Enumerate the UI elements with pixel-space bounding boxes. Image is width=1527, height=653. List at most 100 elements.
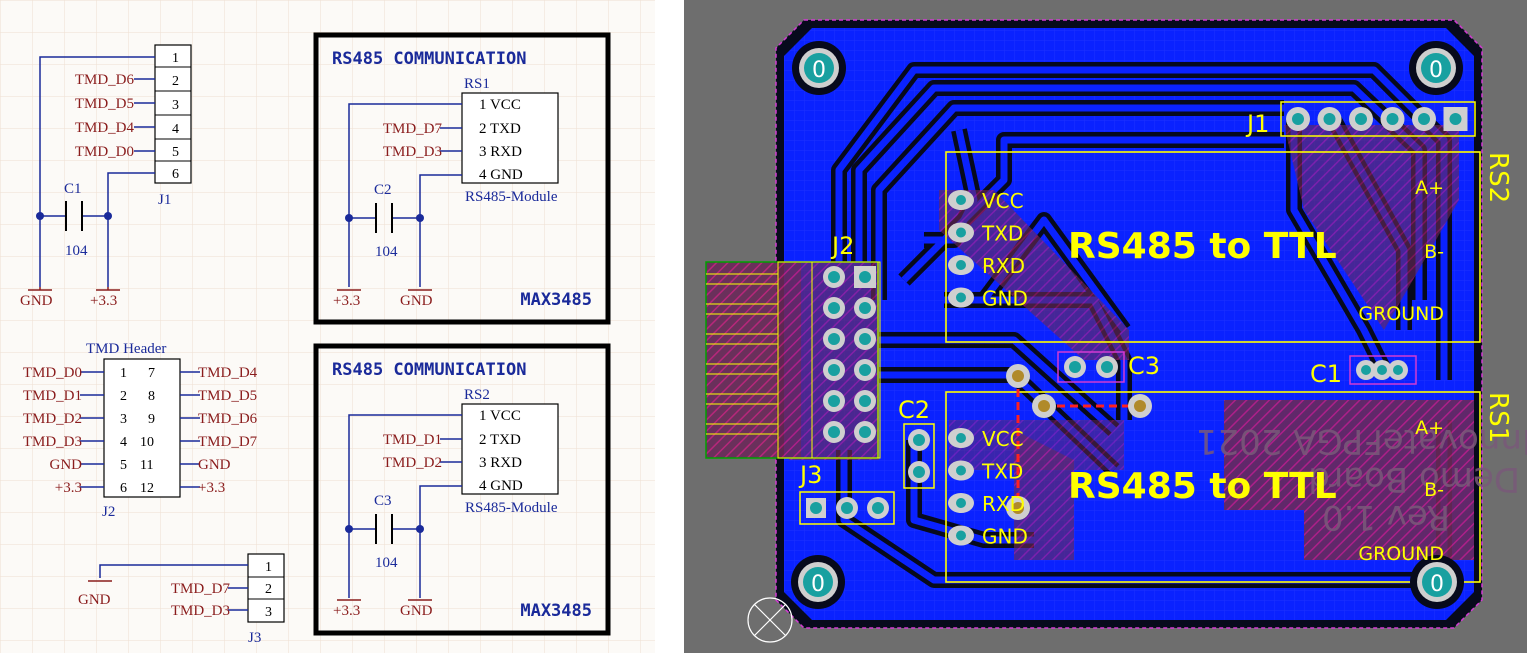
rs1-label-a: A+ — [1415, 417, 1444, 439]
block2-v33: +3.3 — [333, 603, 360, 619]
c1-ref: C1 — [64, 181, 82, 197]
mount-hole-tl: 0 — [792, 41, 846, 95]
j3-ref: J3 — [248, 630, 261, 646]
j2-pin-5: 5 — [120, 458, 127, 473]
j1-ref: J1 — [158, 192, 171, 208]
mount-label-tr: 0 — [1429, 58, 1443, 83]
j3-pad-array: J3 — [798, 461, 895, 525]
j1-pin-4: 4 — [172, 122, 179, 137]
rs1-pin-hole — [956, 465, 966, 476]
j1-pad-hole — [1323, 113, 1336, 125]
pcb-c1-label: C1 — [1310, 360, 1342, 388]
origin-marker-icon — [747, 597, 793, 643]
v33-label-left: +3.3 — [90, 293, 117, 309]
rs2-outline — [945, 151, 1481, 343]
j1-pin-2: 2 — [172, 74, 179, 89]
j1-pin-1: 1 — [172, 51, 179, 66]
block2-gnd: GND — [400, 603, 433, 619]
j2-pin-12: 12 — [140, 481, 154, 496]
rs2-label-ground: GROUND — [1358, 303, 1444, 325]
j2-pad-array: J2 — [811, 232, 881, 459]
c3-ref: C3 — [374, 493, 392, 509]
j2-pad-hole — [828, 395, 840, 407]
rs1-pin-3: 3 RXD — [479, 144, 522, 160]
mirror-line-3: Rev 1.0 — [1322, 497, 1450, 537]
j2-body — [103, 358, 181, 498]
j2-net-5: GND — [50, 457, 83, 473]
rs1-pin-hole — [956, 433, 966, 443]
mount-holes: 0 0 0 0 — [791, 41, 1464, 609]
j2-pin-4: 4 — [120, 435, 127, 450]
rs1-net-txd: TMD_D7 — [383, 121, 443, 137]
rs2-module-name: RS485-Module — [465, 500, 558, 516]
gnd-label-left: GND — [20, 293, 53, 309]
block1-chip: MAX3485 — [520, 290, 592, 310]
j2-pin-9: 9 — [148, 412, 155, 427]
rs2-silkscreen: RS485 to TTL A+ B- GROUND RS2 — [1068, 152, 1513, 325]
mount-hole-br: 0 — [1410, 555, 1464, 609]
j2-pad-hole — [828, 271, 840, 283]
c1-footprint: C1 — [1310, 355, 1417, 388]
c1-value: 104 — [65, 243, 88, 259]
j2-pad-hole — [859, 395, 871, 407]
rs1-pin-hole — [956, 530, 966, 541]
j2-pad-hole — [828, 333, 840, 345]
j3-pin-3: 3 — [265, 605, 272, 620]
j3-pin-1: 1 — [265, 560, 272, 575]
mount-label-bl: 0 — [811, 572, 825, 597]
block2-title: RS485 COMMUNICATION — [332, 360, 526, 380]
block1-gnd: GND — [400, 293, 433, 309]
mirror-line-2: Demo Board — [1308, 459, 1520, 499]
c2-value: 104 — [375, 244, 398, 260]
j1-net-3: TMD_D5 — [75, 96, 134, 112]
rs2-pin-4: 4 GND — [479, 478, 523, 494]
block1-title: RS485 COMMUNICATION — [332, 49, 526, 69]
j2-net-9: TMD_D6 — [198, 411, 258, 427]
j2-pin-11: 11 — [140, 458, 153, 473]
c2-ref: C2 — [374, 182, 392, 198]
rs1-module-name: RS485-Module — [465, 189, 558, 205]
rs2-pin-label: RXD — [982, 254, 1025, 278]
j2-pin-10: 10 — [140, 435, 154, 450]
rs1-pin-hole — [956, 498, 966, 508]
c1-symbol: C1 104 — [36, 181, 112, 259]
rs2-module-title: RS485 to TTL — [1068, 226, 1337, 267]
j2-pad-hole — [859, 333, 871, 345]
rs2-label-a: A+ — [1415, 177, 1444, 199]
rs2-pin-3: 3 RXD — [479, 455, 522, 471]
rs1-module-title: RS485 to TTL — [1068, 466, 1337, 507]
j2-pad-hole — [828, 302, 840, 314]
j1-footprint: J1 — [1245, 101, 1476, 138]
rs1-label-ground: GROUND — [1358, 543, 1444, 565]
rs2-label-b: B- — [1424, 241, 1444, 263]
mount-hole-tr: 0 — [1409, 41, 1463, 95]
mount-hole-bl: 0 — [791, 555, 845, 609]
j2-pin-3: 3 — [120, 412, 127, 427]
c3-footprint: C3 — [1057, 351, 1160, 383]
j1-pin-5: 5 — [172, 145, 179, 160]
rs1-ref: RS1 — [464, 76, 490, 92]
j1-pad-hole — [1418, 113, 1430, 125]
rs1-label-b: B- — [1424, 479, 1444, 501]
panel-divider — [655, 0, 684, 653]
rs1-pin-label: TXD — [981, 460, 1023, 484]
rs1-silkscreen: RS485 to TTL A+ B- GROUND RS1 — [1068, 392, 1513, 565]
j2-pin-8: 8 — [148, 389, 155, 404]
j2-pad-hole — [859, 271, 871, 283]
j1-pad-hole — [1355, 113, 1367, 125]
rs1-pin-1: 1 VCC — [479, 97, 521, 113]
j1-body — [154, 44, 192, 184]
j2-net-12: +3.3 — [198, 480, 225, 496]
j1-pin-6: 6 — [172, 167, 179, 182]
rs2-net-rxd: TMD_D2 — [383, 455, 442, 471]
pcb-j3-label: J3 — [798, 461, 822, 489]
mirror-line-1: InnovateFPGA 2021 — [1196, 421, 1527, 461]
rs2-pin-hole — [956, 227, 966, 238]
j2-net-10: TMD_D7 — [198, 434, 258, 450]
j2-net-8: TMD_D5 — [198, 388, 257, 404]
j1-symbol: 1 2 3 4 5 6 J1 — [154, 44, 192, 208]
pcb-j1-label: J1 — [1245, 110, 1269, 138]
j2-net-11: GND — [198, 457, 231, 473]
rs2-pin-label: VCC — [982, 189, 1024, 213]
rs2-ref: RS2 — [464, 387, 490, 403]
